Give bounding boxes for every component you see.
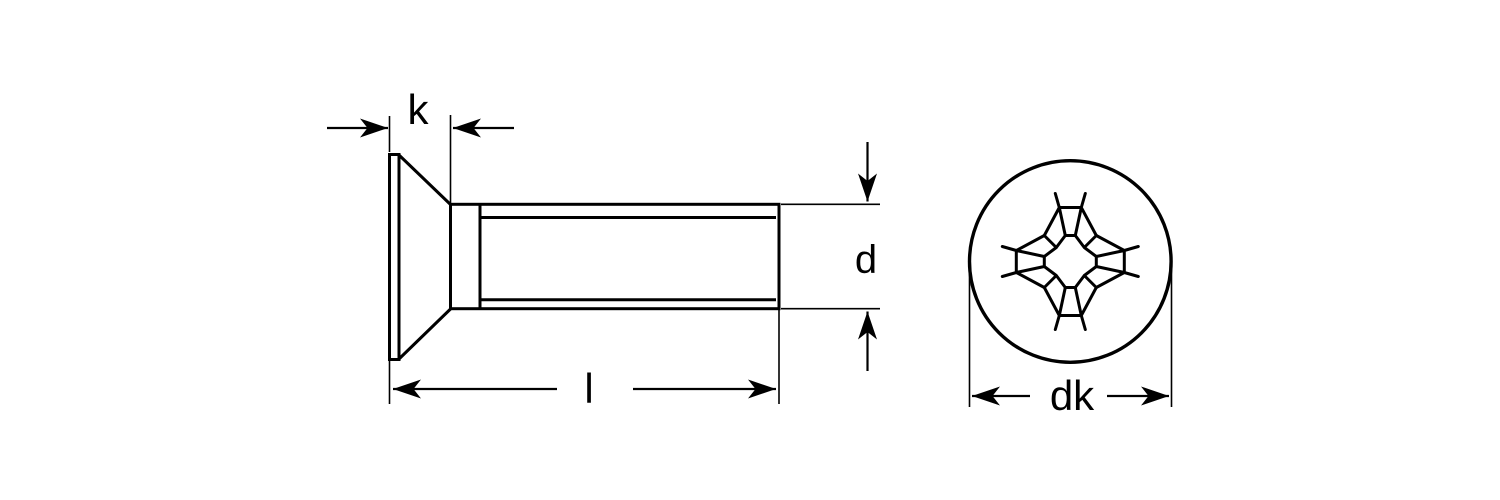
dimension-k: k	[327, 86, 514, 203]
pozidriv-wing-left	[1000, 234, 1046, 289]
dimension-dk: dk	[968, 255, 1173, 419]
pozidriv-wing-top	[1042, 192, 1098, 237]
l-label: l	[584, 365, 593, 412]
pozidriv-recess-icon	[1000, 192, 1140, 331]
pozidriv-corner-bottom-left	[1042, 265, 1067, 289]
pozidriv-wing-right	[1094, 234, 1140, 289]
screw-side-outline	[388, 153, 781, 361]
pozidriv-wing-bottom	[1042, 286, 1098, 331]
thread-root-lines	[480, 216, 776, 302]
dimension-l: l	[388, 310, 780, 412]
d-label: d	[855, 238, 877, 282]
pozidriv-corner-top-right	[1073, 234, 1098, 258]
pozidriv-corner-top-left	[1042, 234, 1067, 258]
screw-head-cone	[398, 154, 452, 360]
dimension-d: d	[781, 142, 880, 371]
screw-head-circle	[967, 158, 1173, 365]
side-view: k d l	[327, 86, 880, 412]
front-view: dk	[967, 158, 1173, 419]
k-label: k	[408, 86, 430, 133]
pozidriv-corner-bottom-right	[1073, 265, 1098, 289]
screw-head-face	[388, 153, 401, 361]
screw-shank	[449, 202, 781, 311]
dk-label: dk	[1050, 372, 1095, 419]
